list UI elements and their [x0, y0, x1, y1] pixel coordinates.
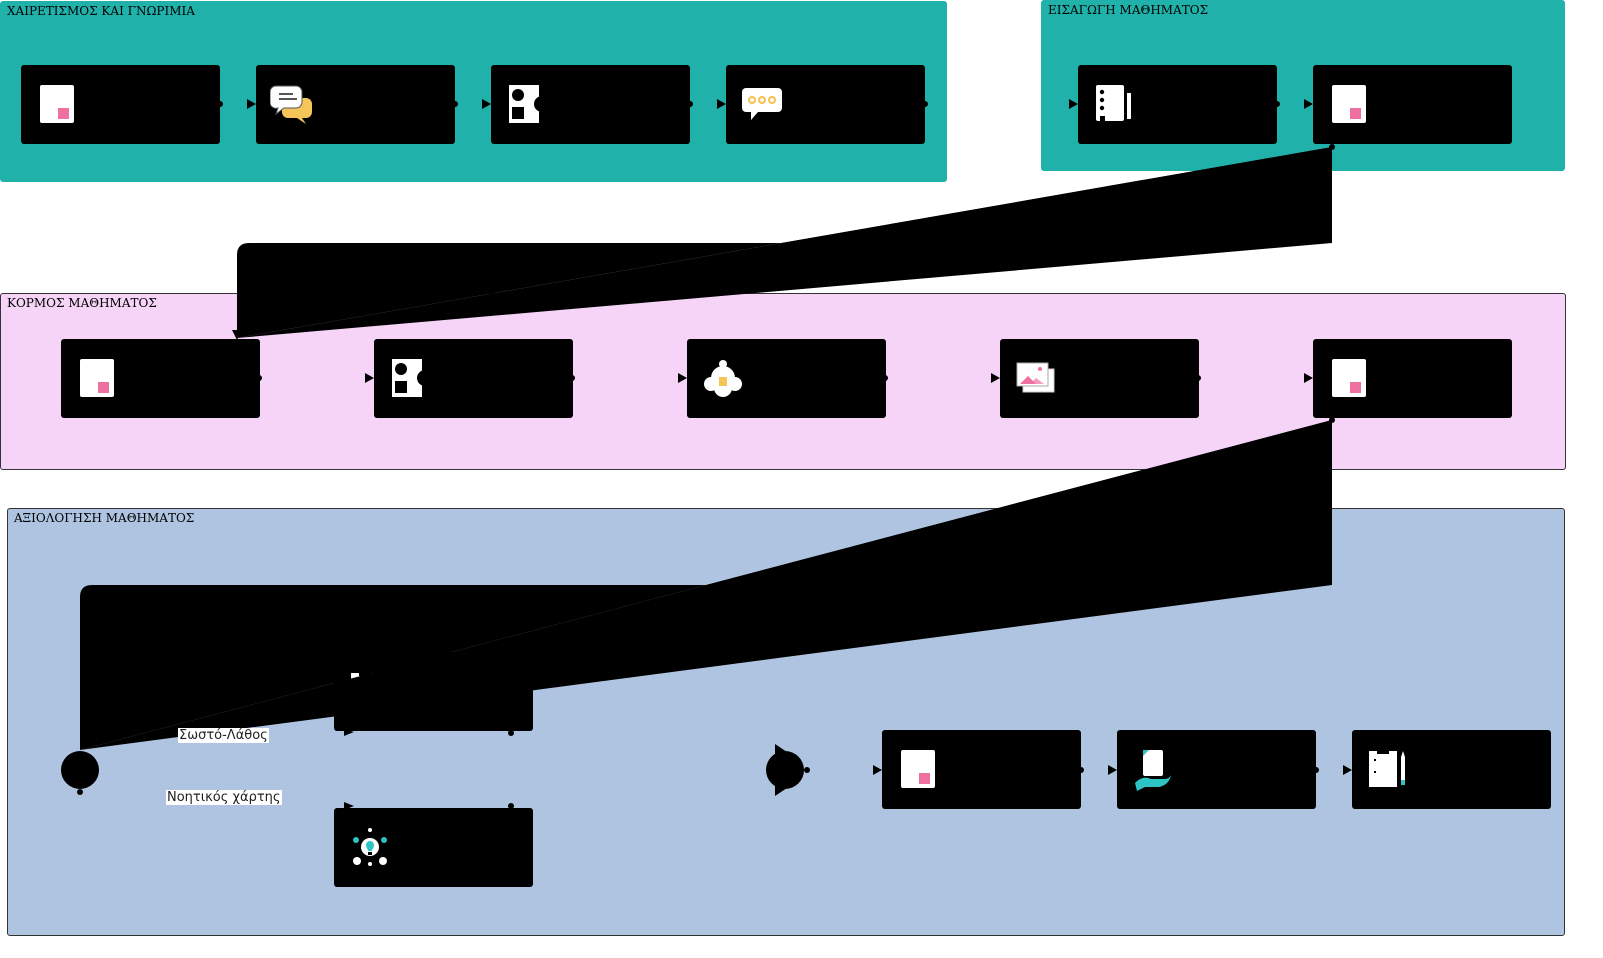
activity-node-body-1[interactable]: [61, 339, 260, 418]
document-icon: [35, 82, 79, 126]
split-gateway: [61, 751, 99, 789]
activity-node-greeting-4[interactable]: [726, 65, 925, 144]
speech-bubble-icon: [740, 82, 784, 126]
activity-node-greeting-1[interactable]: [21, 65, 220, 144]
activity-node-intro-1[interactable]: [1078, 65, 1277, 144]
arrowhead: [678, 373, 687, 383]
lane-title-body: ΚΟΡΜΟΣ ΜΑΘΗΜΑΤΟΣ: [7, 296, 157, 310]
flow-line-body-to-assessment: [80, 420, 1332, 750]
flow-line-intro-to-body: [237, 147, 1332, 338]
arrowhead: [1304, 99, 1313, 109]
idea-cloud-icon: [701, 356, 745, 400]
arrowhead: [247, 99, 256, 109]
edge-label-concept-map: Νοητικός χάρτης: [166, 790, 282, 805]
document-icon: [1327, 82, 1371, 126]
activity-node-body-4[interactable]: [1000, 339, 1199, 418]
arrowhead: [232, 330, 242, 340]
activity-node-body-5[interactable]: [1313, 339, 1512, 418]
arrowhead: [1343, 765, 1352, 775]
arrowhead: [1069, 99, 1078, 109]
connection-dot: [77, 789, 83, 795]
checklist-pencil-icon: [1366, 747, 1410, 791]
lane-title-assessment: ΑΞΙΟΛΟΓΗΣΗ ΜΑΘΗΜΑΤΟΣ: [14, 511, 195, 525]
activity-node-intro-2[interactable]: [1313, 65, 1512, 144]
arrowhead: [775, 744, 787, 758]
connection-dot: [508, 730, 514, 736]
book-icon: [1092, 82, 1136, 126]
activity-node-assessment-4[interactable]: [1117, 730, 1316, 809]
shapes-icon: [388, 356, 432, 400]
document-icon: [896, 747, 940, 791]
arrowhead: [991, 373, 1000, 383]
arrowhead: [717, 99, 726, 109]
shapes-icon: [505, 82, 549, 126]
document-icon: [1327, 356, 1371, 400]
activity-node-body-2[interactable]: [374, 339, 573, 418]
activity-node-assessment-3[interactable]: [882, 730, 1081, 809]
arrowhead: [873, 765, 882, 775]
activity-node-assessment-5[interactable]: [1352, 730, 1551, 809]
hand-document-icon: [1131, 747, 1175, 791]
activity-node-assessment-concept-map[interactable]: [334, 808, 533, 887]
image-gallery-icon: [1014, 356, 1058, 400]
activity-node-greeting-3[interactable]: [491, 65, 690, 144]
connection-dot: [804, 767, 810, 773]
connection-dot: [508, 803, 514, 809]
lightbulb-network-icon: [348, 825, 392, 869]
chat-bubbles-icon: [270, 82, 314, 126]
lane-title-greeting: ΧΑΙΡΕΤΙΣΜΟΣ ΚΑΙ ΓΝΩΡΙΜΙΑ: [7, 4, 195, 18]
arrowhead: [1304, 373, 1313, 383]
lane-title-intro: ΕΙΣΑΓΩΓΗ ΜΑΘΗΜΑΤΟΣ: [1048, 3, 1209, 17]
activity-node-body-3[interactable]: [687, 339, 886, 418]
edge-label-true-false: Σωστό-Λάθος: [178, 728, 269, 743]
arrowhead: [775, 782, 787, 796]
merge-gateway: [766, 751, 804, 789]
arrowhead: [482, 99, 491, 109]
arrowhead: [365, 373, 374, 383]
arrowhead: [1108, 765, 1117, 775]
activity-node-greeting-2[interactable]: [256, 65, 455, 144]
document-icon: [75, 356, 119, 400]
